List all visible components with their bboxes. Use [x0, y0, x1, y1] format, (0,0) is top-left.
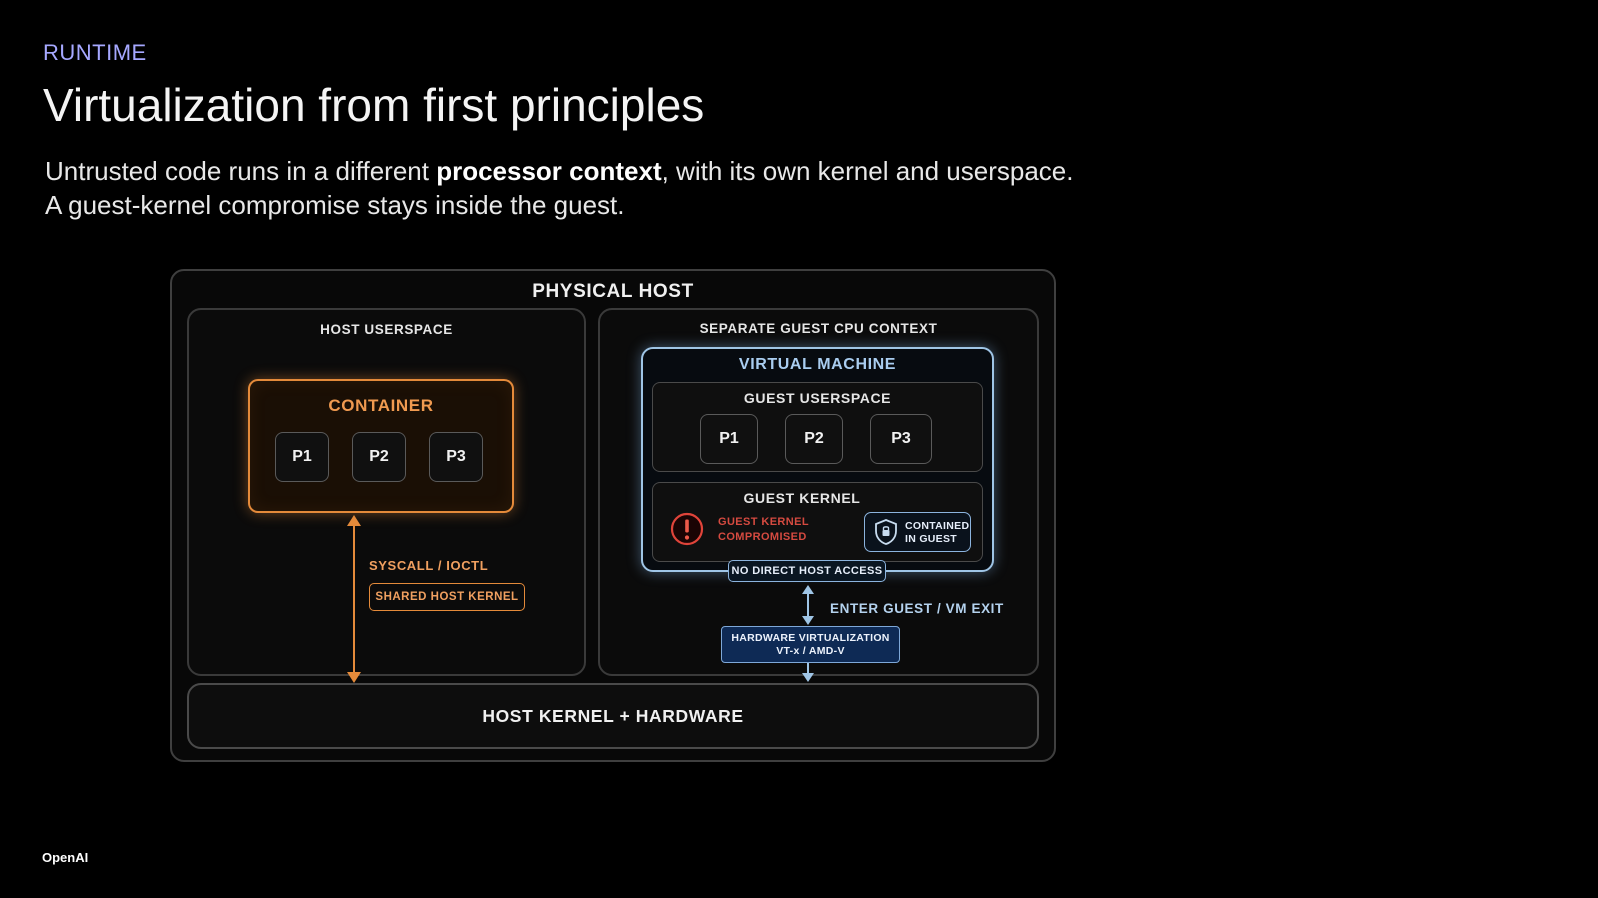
- vm-exit-arrow: [802, 585, 814, 625]
- host-kernel-hardware-label: HOST KERNEL + HARDWARE: [482, 706, 744, 726]
- hw-virt-line-2: VT-x / AMD-V: [776, 645, 845, 657]
- compromised-line-2: COMPROMISED: [718, 531, 807, 543]
- hw-down-arrow: [802, 663, 814, 682]
- guest-context-label: SEPARATE GUEST CPU CONTEXT: [699, 321, 938, 336]
- hw-virt-line-1: HARDWARE VIRTUALIZATION: [731, 632, 890, 644]
- compromised-line-1: GUEST KERNEL: [718, 516, 809, 528]
- eyebrow-label: RUNTIME: [43, 40, 147, 65]
- guest-process-p2: P2: [785, 414, 843, 464]
- container-process-p2: P2: [352, 432, 406, 482]
- hardware-virtualization-box: HARDWARE VIRTUALIZATION VT-x / AMD-V: [721, 626, 900, 663]
- subtitle-line-2: A guest-kernel compromise stays inside t…: [45, 190, 625, 220]
- guest-process-p3: P3: [870, 414, 932, 464]
- subtitle-text: , with its own kernel and userspace.: [661, 156, 1074, 186]
- syscall-label: SYSCALL / IOCTL: [369, 558, 489, 573]
- container-process-p3: P3: [429, 432, 483, 482]
- shared-host-kernel-tag: SHARED HOST KERNEL: [369, 583, 525, 611]
- page-title: Virtualization from first principles: [43, 79, 705, 131]
- container-process-p1: P1: [275, 432, 329, 482]
- guest-kernel-compromised-label: GUEST KERNEL COMPROMISED: [718, 515, 809, 545]
- guest-userspace-label: GUEST USERSPACE: [743, 390, 892, 406]
- physical-host-label: PHYSICAL HOST: [532, 281, 694, 302]
- virtual-machine-label: VIRTUAL MACHINE: [738, 356, 897, 373]
- contained-line-2: IN GUEST: [905, 533, 957, 545]
- subtitle-emphasis: processor context: [436, 156, 662, 186]
- host-kernel-hardware-panel: [187, 683, 1039, 749]
- subtitle-text: Untrusted code runs in a different: [45, 156, 437, 186]
- no-direct-host-access-tag: NO DIRECT HOST ACCESS: [728, 560, 886, 582]
- container-label: CONTAINER: [328, 396, 434, 415]
- alert-icon: [670, 512, 704, 546]
- contained-line-1: CONTAINED: [905, 520, 970, 532]
- contained-in-guest-badge: [864, 512, 971, 552]
- host-userspace-label: HOST USERSPACE: [320, 322, 453, 337]
- brand-logo: OpenAI: [42, 850, 89, 865]
- subtitle-line-1: Untrusted code runs in a different proce…: [45, 156, 1073, 187]
- guest-kernel-label: GUEST KERNEL: [743, 490, 861, 506]
- syscall-arrow: [347, 515, 361, 683]
- guest-process-p1: P1: [700, 414, 758, 464]
- contained-label: CONTAINED IN GUEST: [905, 520, 969, 546]
- enter-guest-label: ENTER GUEST / VM EXIT: [830, 601, 1004, 616]
- shield-icon: [875, 519, 897, 545]
